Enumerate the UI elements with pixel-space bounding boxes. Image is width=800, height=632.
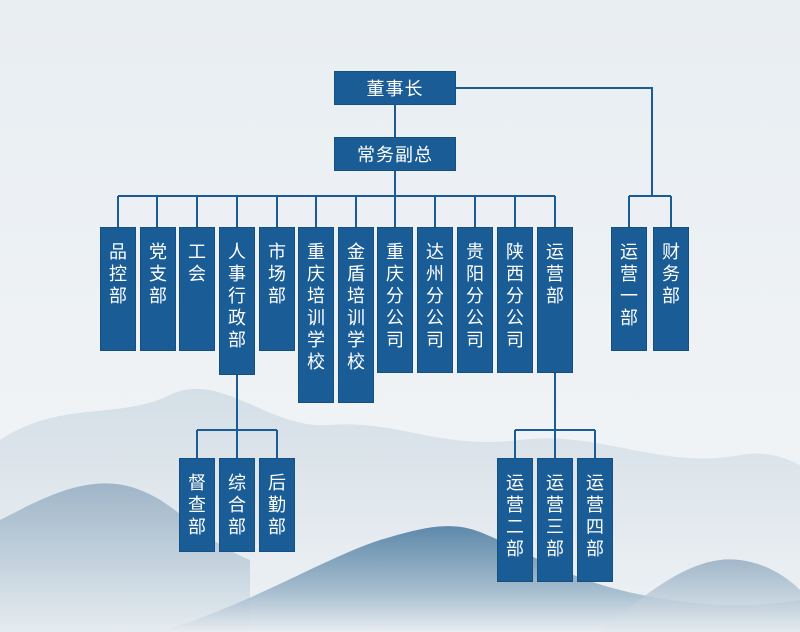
node-operations-4: 运营四部 — [577, 458, 613, 582]
node-finance: 财务部 — [653, 227, 689, 351]
node-renshi-label: 人事行政部 — [228, 242, 246, 351]
node-general-label: 综合部 — [228, 473, 246, 538]
node-logistics-label: 后勤部 — [268, 473, 286, 538]
node-shichang-label: 市场部 — [268, 242, 286, 307]
node-chongqing-branch-label: 重庆分公司 — [386, 242, 404, 351]
node-operations-1: 运营一部 — [611, 227, 647, 351]
node-chairman-label: 董事长 — [366, 79, 424, 100]
node-jindun-school-label: 金盾培训学校 — [347, 242, 365, 373]
node-operations-3-label: 运营三部 — [546, 473, 564, 560]
node-jindun-school: 金盾培训学校 — [338, 227, 374, 403]
node-guiyang-branch-label: 贵阳分公司 — [466, 242, 484, 351]
node-dangzhi: 党支部 — [140, 227, 176, 351]
node-shaanxi-branch: 陕西分公司 — [497, 227, 533, 373]
node-inspection-label: 督查部 — [188, 473, 206, 538]
node-chongqing-branch: 重庆分公司 — [377, 227, 413, 373]
node-shichang: 市场部 — [259, 227, 295, 351]
node-chongqing-school-label: 重庆培训学校 — [307, 242, 325, 373]
connector-chairman-right — [455, 87, 653, 196]
node-pinkong-label: 品控部 — [109, 242, 127, 307]
node-pinkong: 品控部 — [100, 227, 136, 351]
node-operations-1-label: 运营一部 — [620, 242, 638, 329]
node-inspection: 督查部 — [179, 458, 215, 552]
node-dazhou-branch-label: 达州分公司 — [426, 242, 444, 351]
node-gonghui-label: 工会 — [188, 242, 206, 285]
node-general: 综合部 — [219, 458, 255, 552]
node-renshi: 人事行政部 — [219, 227, 255, 375]
node-dangzhi-label: 党支部 — [149, 242, 167, 307]
node-guiyang-branch: 贵阳分公司 — [457, 227, 493, 373]
node-operations-label: 运营部 — [546, 242, 564, 307]
node-gonghui: 工会 — [179, 227, 215, 351]
node-chairman: 董事长 — [334, 71, 456, 105]
node-logistics: 后勤部 — [259, 458, 295, 552]
node-vice-president-label: 常务副总 — [357, 145, 433, 166]
node-operations: 运营部 — [537, 227, 573, 373]
node-vice-president: 常务副总 — [334, 137, 456, 171]
node-finance-label: 财务部 — [662, 242, 680, 307]
node-chongqing-school: 重庆培训学校 — [298, 227, 334, 403]
node-operations-3: 运营三部 — [537, 458, 573, 582]
node-operations-2: 运营二部 — [497, 458, 533, 582]
node-shaanxi-branch-label: 陕西分公司 — [506, 242, 524, 351]
node-dazhou-branch: 达州分公司 — [417, 227, 453, 373]
node-operations-4-label: 运营四部 — [586, 473, 604, 560]
node-operations-2-label: 运营二部 — [506, 473, 524, 560]
